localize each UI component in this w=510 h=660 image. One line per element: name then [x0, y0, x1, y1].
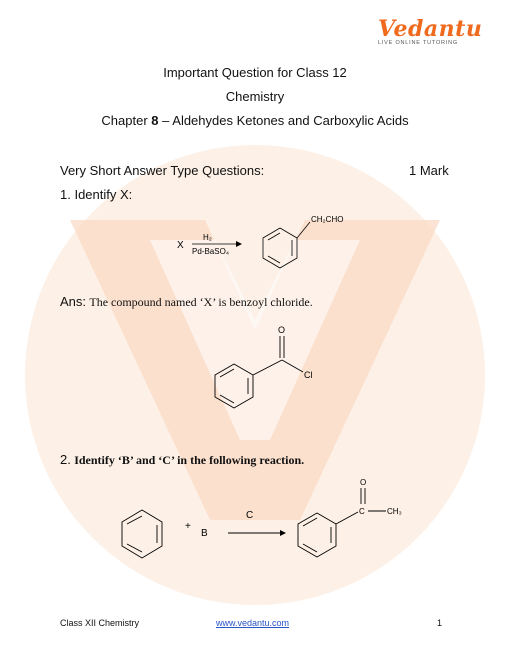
- reagent-top: H₂: [203, 233, 212, 242]
- reaction-1-diagram: X H₂ Pd-BaSO₄ CH₂CHO: [177, 215, 343, 269]
- reagent-c: C: [246, 510, 253, 521]
- methyl-group: CH₃: [387, 507, 402, 516]
- benzene-ring: [214, 363, 254, 409]
- header-line-1: Important Question for Class 12: [163, 65, 347, 80]
- chlorine-atom: Cl: [304, 370, 313, 380]
- footer-website-link[interactable]: www.vedantu.com: [216, 618, 290, 628]
- question-1-number: 1.: [60, 187, 71, 202]
- reagent-bottom: Pd-BaSO₄: [192, 247, 229, 256]
- benzoyl-chloride-structure: O Cl: [214, 325, 313, 409]
- oxygen-atom: O: [278, 325, 285, 335]
- logo-brand: Vedantu: [378, 16, 483, 42]
- section-title: Very Short Answer Type Questions:: [60, 163, 265, 178]
- question-2-text: Identify ‘B’ and ‘C’ in the following re…: [74, 453, 305, 467]
- question-2: 2. Identify ‘B’ and ‘C’ in the following…: [60, 452, 304, 468]
- page-number: 1: [437, 618, 443, 628]
- logo-tagline: LIVE ONLINE TUTORING: [378, 40, 458, 46]
- answer-1-text: The compound named ‘X’ is benzoyl chlori…: [89, 295, 313, 309]
- oxygen-atom: O: [360, 478, 366, 487]
- footer-left: Class XII Chemistry: [60, 618, 140, 628]
- benzene-ring: [121, 509, 163, 559]
- chapter-title: Chapter 8 – Aldehydes Ketones and Carbox…: [0, 113, 510, 128]
- substituent-bond: [296, 221, 311, 239]
- reaction-2-diagram: + B C O C CH₃: [121, 478, 402, 559]
- chapter-number: 8: [151, 113, 159, 128]
- plus-sign: +: [185, 521, 191, 532]
- ring-carbonyl-bond: [252, 359, 283, 376]
- product-group: CH₂CHO: [311, 215, 343, 224]
- reactant-x: X: [177, 240, 184, 251]
- reaction-arrowhead: [236, 241, 242, 247]
- reagent-b: B: [201, 528, 208, 539]
- header-line-2: Chemistry: [225, 89, 285, 104]
- carbon-atom: C: [359, 507, 365, 516]
- section-marks: 1 Mark: [409, 163, 449, 178]
- question-2-number: 2.: [60, 452, 71, 467]
- vedantu-logo: Vedantu LIVE ONLINE TUTORING: [378, 16, 483, 56]
- question-1: 1. Identify X:: [60, 187, 132, 202]
- product-benzene-ring: [297, 512, 337, 558]
- answer-1: Ans: The compound named ‘X’ is benzoyl c…: [60, 294, 313, 310]
- question-1-text: Identify X:: [74, 187, 133, 202]
- carbon-chlorine-bond: [281, 359, 304, 373]
- chapter-name: – Aldehydes Ketones and Carboxylic Acids: [158, 113, 409, 128]
- ring-carbonyl-bond: [335, 511, 359, 525]
- answer-1-label: Ans:: [60, 294, 87, 309]
- chapter-prefix: Chapter: [101, 113, 152, 128]
- reaction-arrowhead: [280, 530, 286, 536]
